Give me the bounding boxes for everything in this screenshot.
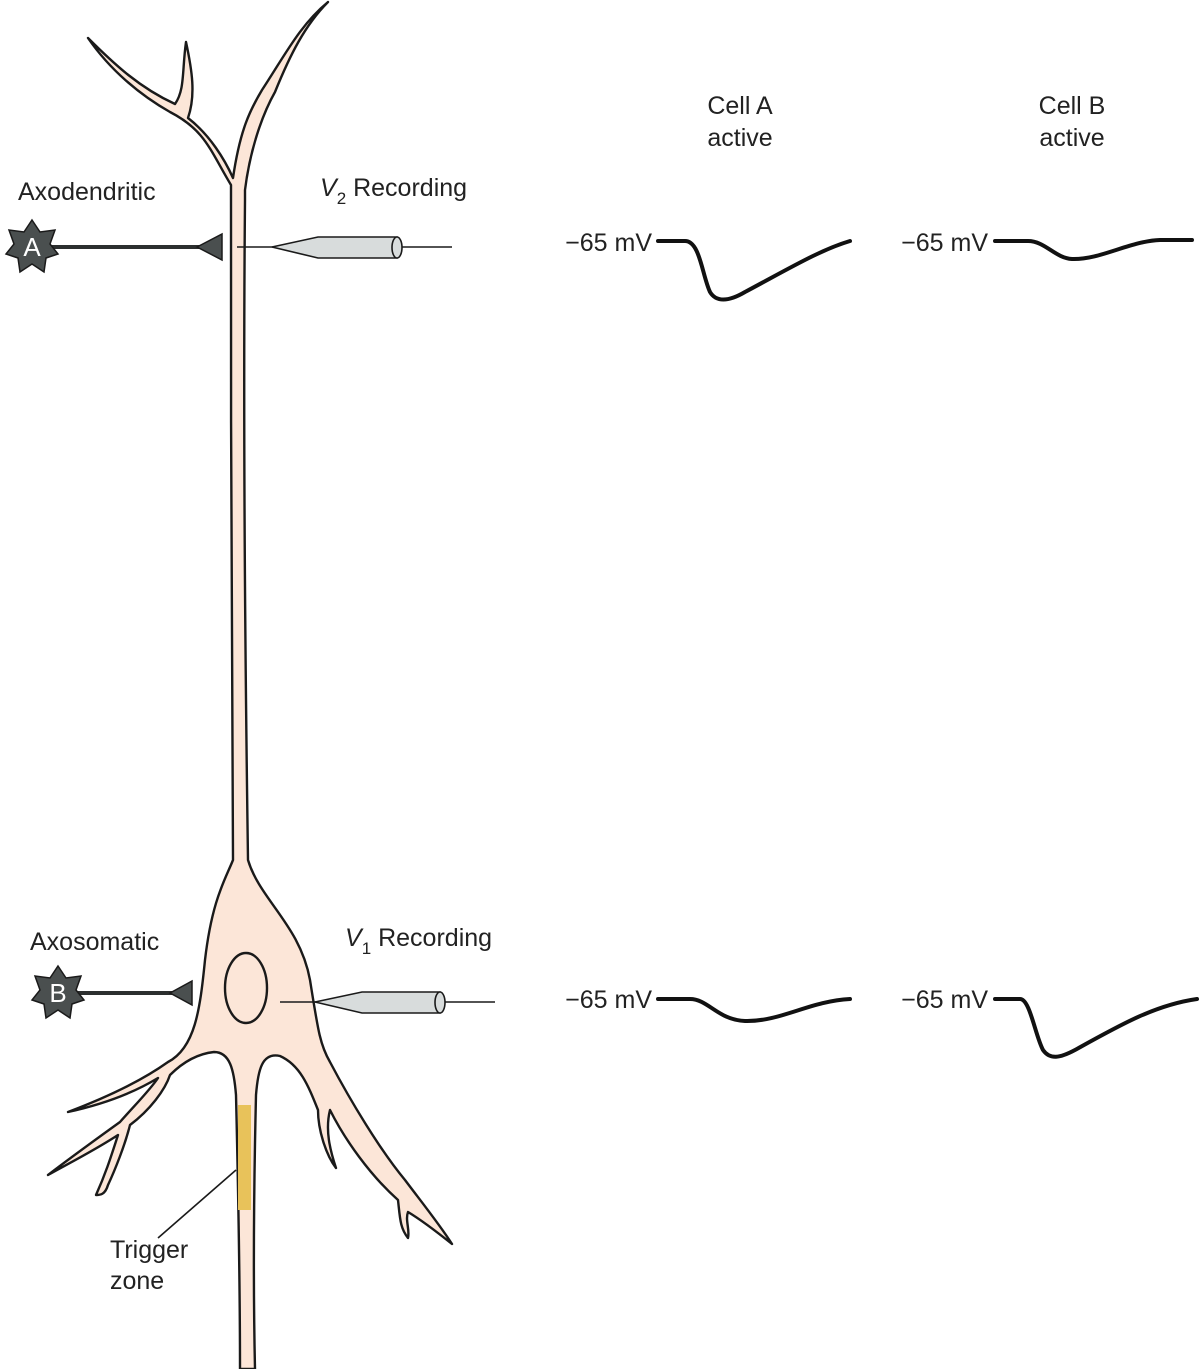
presynaptic-cell-b: B: [30, 964, 193, 1020]
electrode-v2: [237, 236, 452, 259]
trace-v2-cell-a-line: [656, 239, 852, 302]
trace-v1-cell-b: −65 mV: [901, 986, 1199, 1059]
trigger-zone: [238, 1105, 251, 1210]
electrode-v2-end: [391, 236, 403, 259]
trace-v1-cell-a-line: [656, 997, 852, 1024]
electrode-v1-end: [434, 991, 446, 1014]
trace-v2-cell-a-baseline-label: −65 mV: [565, 229, 652, 257]
v2-recording-label: V2 Recording: [320, 174, 467, 208]
electrode-v1: [280, 991, 495, 1014]
trace-v1-cell-b-line: [993, 997, 1199, 1059]
v1-letter: V: [345, 924, 364, 952]
v2-subscript: 2: [337, 189, 346, 208]
trace-v1-cell-a: −65 mV: [565, 986, 852, 1024]
electrode-v1-pipette: [314, 991, 441, 1014]
cell-a-soma: [4, 218, 60, 274]
postsynaptic-neuron: [46, 0, 454, 1369]
presynaptic-cell-a: A: [4, 218, 223, 274]
cell-b-active-heading-line2: active: [1039, 124, 1104, 152]
cell-b-active-heading-line1: Cell B: [1039, 92, 1106, 120]
cell-a-active-heading-line1: Cell A: [707, 92, 773, 120]
v1-recording-label: V1 Recording: [345, 924, 492, 958]
nucleus: [223, 951, 269, 1025]
cell-b-terminal: [168, 979, 193, 1007]
axosomatic-label: Axosomatic: [30, 928, 159, 956]
cell-a-letter: A: [23, 232, 41, 262]
trigger-zone-label-line2: zone: [110, 1267, 164, 1295]
cell-a-active-heading-line2: active: [707, 124, 772, 152]
axodendritic-label: Axodendritic: [18, 178, 156, 206]
trace-v1-cell-b-baseline-label: −65 mV: [901, 986, 988, 1014]
v1-text: Recording: [371, 924, 492, 952]
v2-letter: V: [320, 174, 339, 202]
electrode-v2-pipette: [271, 236, 398, 259]
v2-text: Recording: [346, 174, 467, 202]
v1-subscript: 1: [362, 939, 371, 958]
trace-v2-cell-b: −65 mV: [901, 229, 1194, 262]
trace-v2-cell-a: −65 mV: [565, 229, 852, 302]
trace-v2-cell-b-line: [993, 238, 1194, 262]
trigger-zone-label-line1: Trigger: [110, 1236, 188, 1264]
trace-v2-cell-b-baseline-label: −65 mV: [901, 229, 988, 257]
neuron-body: [46, 0, 454, 1369]
trigger-zone-pointer: [157, 1169, 237, 1239]
cell-b-letter: B: [49, 978, 66, 1008]
cell-a-terminal: [195, 232, 223, 262]
trace-v1-cell-a-baseline-label: −65 mV: [565, 986, 652, 1014]
cell-b-soma: [30, 964, 86, 1020]
